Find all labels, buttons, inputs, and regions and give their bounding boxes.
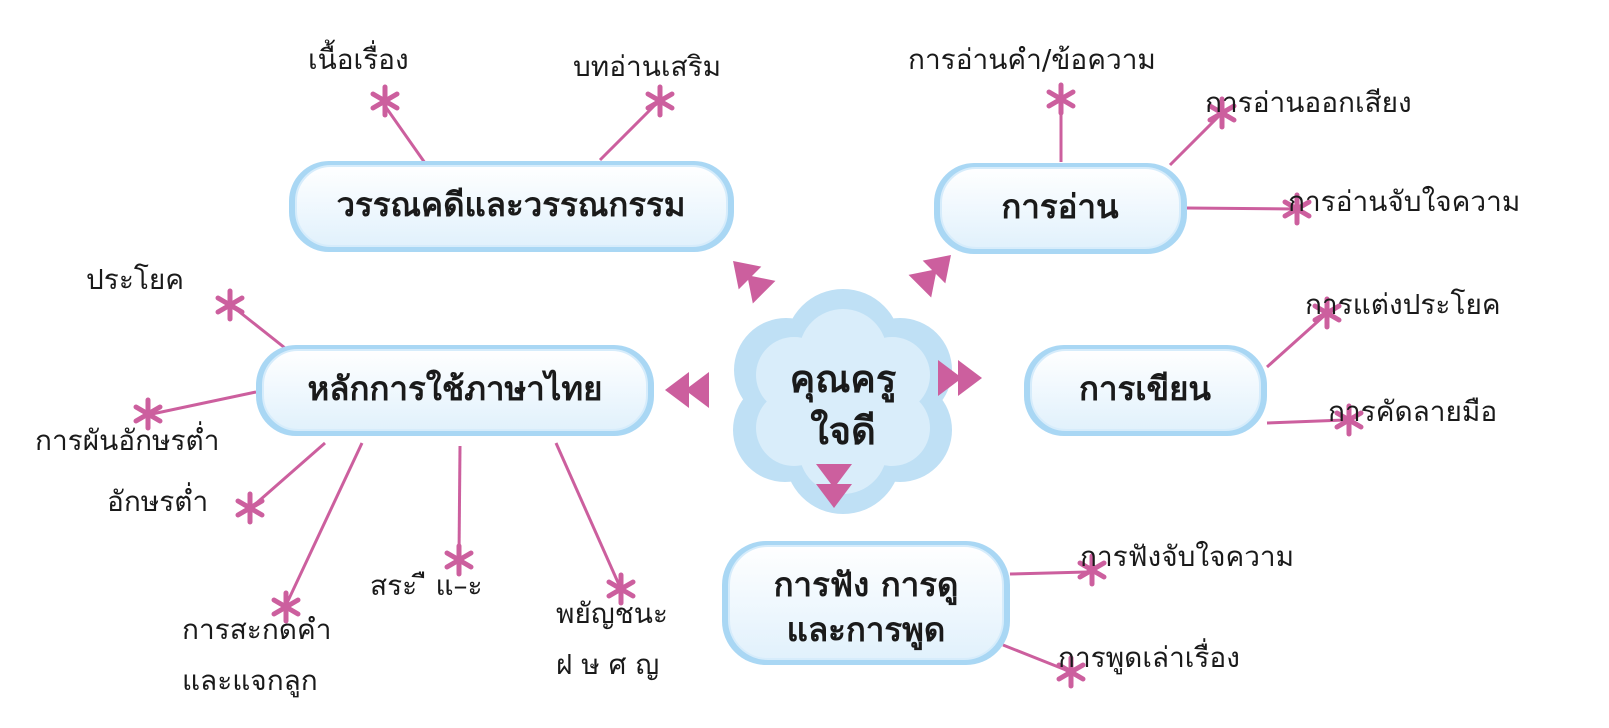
asterisk-icon: [648, 87, 672, 115]
leaf-sentence-composition: การแต่งประโยค: [1305, 288, 1501, 321]
triangle-arrow-icon: [665, 372, 709, 408]
leaf-reading-aloud: การอ่านออกเสียง: [1205, 86, 1412, 119]
triangle-arrow-icon: [938, 360, 982, 396]
leaf-reading-words: การอ่านคำ/ข้อความ: [908, 43, 1156, 76]
triangle-arrow-icon: [909, 244, 963, 298]
leaf-spelling-line-1: การสะกดคำ: [182, 613, 331, 646]
topic-listening: การฟัง การดู และการพูด: [722, 541, 1010, 665]
leaf-sentence: ประโยค: [86, 263, 184, 296]
leaf-tone-inflection: การผันอักษรต่ำ: [35, 421, 219, 457]
topic-literature: วรรณคดีและวรรณกรรม: [289, 161, 734, 252]
center-title-line-1: คุณครู: [790, 357, 897, 403]
leaf-consonants-line-2: ฝ ษ ศ ญ: [556, 648, 659, 681]
leaf-vowels: สระ ื แ–ะ: [370, 569, 483, 602]
asterisk-icon: [238, 494, 262, 522]
asterisk-icon: [218, 291, 242, 319]
triangle-arrow-icon: [722, 250, 776, 304]
topic-label: การเขียน: [1079, 369, 1211, 408]
topic-label: หลักการใช้ภาษาไทย: [308, 369, 603, 408]
topic-grammar: หลักการใช้ภาษาไทย: [256, 345, 654, 436]
topic-writing: การเขียน: [1024, 345, 1267, 436]
leaf-supplementary-reading: บทอ่านเสริม: [573, 50, 721, 83]
topic-label-line-2: และการพูด: [787, 610, 946, 651]
asterisk-icon: [373, 87, 397, 115]
topic-label: การอ่าน: [1001, 187, 1119, 226]
topic-label: วรรณคดีและวรรณกรรม: [336, 185, 685, 224]
center-title-line-2: ใจดี: [810, 409, 876, 453]
topic-reading: การอ่าน: [934, 163, 1187, 254]
leaf-story: เนื้อเรื่อง: [308, 39, 409, 76]
leaf-consonants-line-1: พยัญชนะ: [556, 597, 668, 630]
leaf-low-consonants: อักษรต่ำ: [107, 482, 208, 518]
leaf-spelling-line-2: และแจกลูก: [182, 664, 318, 698]
asterisk-icon: [1049, 85, 1073, 113]
topic-label-line-1: การฟัง การดู: [774, 565, 959, 606]
leaf-storytelling: การพูดเล่าเรื่อง: [1058, 638, 1240, 675]
center-cloud: คุณครู ใจดี: [733, 289, 952, 514]
leaf-handwriting: การคัดลายมือ: [1328, 395, 1497, 428]
leaf-listening-comprehension: การฟังจับใจความ: [1080, 540, 1294, 573]
leaf-reading-comprehension: การอ่านจับใจความ: [1288, 185, 1520, 218]
